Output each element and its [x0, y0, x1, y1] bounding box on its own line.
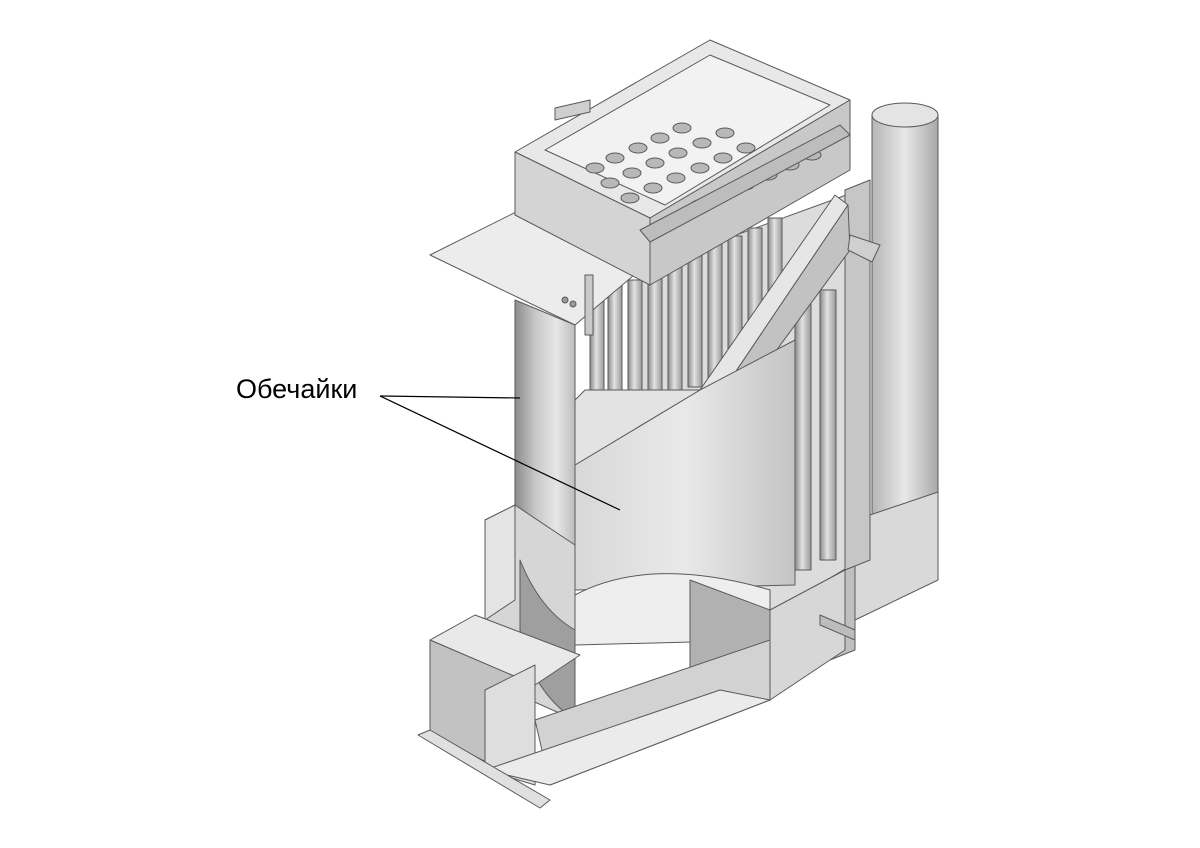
leader-line-2 — [379, 395, 621, 511]
leader-line-1 — [379, 395, 521, 399]
callout-label: Обечайки — [236, 374, 358, 404]
shell-front — [574, 339, 796, 591]
bottom-outlet-duct — [417, 614, 771, 809]
top-box — [514, 39, 881, 336]
callout-leaders — [379, 395, 621, 511]
bolt-holes — [561, 296, 577, 308]
shell-left — [514, 299, 576, 546]
